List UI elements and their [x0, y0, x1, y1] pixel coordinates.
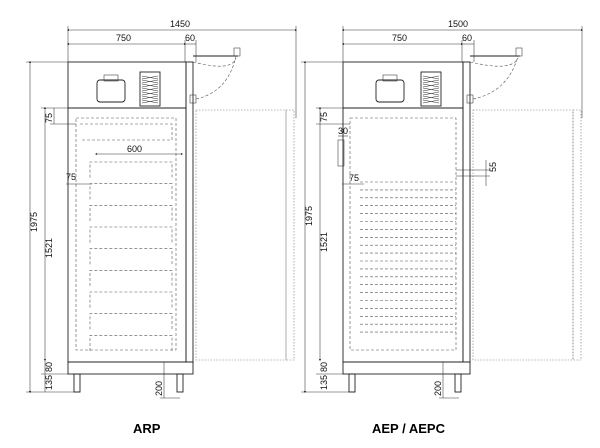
left-dim-tray-width: 600 [127, 144, 142, 154]
left-dim-inner-height: 1521 [44, 238, 54, 258]
right-dim-top-offset: 75 [319, 112, 329, 122]
right-dim-side-gap: 30 [338, 126, 348, 136]
tray-rail [89, 270, 173, 286]
left-open-door-outline [195, 109, 295, 361]
left-vertical-dimensions: 1975 1521 75 80 135 [26, 60, 80, 394]
tray-rail [89, 183, 173, 200]
tray-rail [89, 161, 173, 178]
right-dim-foot-height: 135 [319, 375, 329, 390]
left-dim-tray-inset: 75 [66, 172, 76, 182]
right-unit-aep-aepc: 1500 750 60 [301, 19, 584, 436]
left-dim-foot-height: 135 [44, 375, 54, 390]
right-caption: AEP / AEPC [372, 421, 446, 436]
left-caption: ARP [133, 421, 161, 436]
right-dim-bottom-gap: 80 [319, 362, 329, 372]
left-dim-total-height: 1975 [29, 212, 39, 232]
left-dim-total-width: 1450 [170, 19, 190, 29]
right-compressor [375, 71, 442, 107]
left-door-edge [185, 61, 194, 363]
tray-rail [89, 226, 173, 243]
right-dim-inner-height: 1521 [319, 232, 329, 252]
tray-rail [89, 313, 173, 330]
left-dim-bottom-gap: 80 [44, 362, 54, 372]
left-dim-side-offset: 60 [185, 33, 195, 43]
left-unit-arp: 1450 750 60 [26, 19, 298, 436]
right-trays [360, 181, 456, 333]
right-dim-side-offset: 60 [462, 33, 472, 43]
right-dim-door-foot: 200 [433, 381, 443, 396]
left-cabinet-body [67, 61, 187, 363]
right-dim-tray-inset: 75 [349, 173, 359, 183]
right-open-door-outline [472, 109, 582, 361]
right-door-swing [466, 47, 523, 104]
tray-rail [89, 335, 173, 351]
left-top-dimensions: 1450 750 60 [66, 19, 298, 118]
right-dim-pitch: 55 [488, 162, 498, 172]
left-compressor [96, 71, 161, 107]
left-trays [89, 161, 173, 351]
left-interior: 600 75 [66, 117, 184, 351]
right-dim-total-width: 1500 [448, 19, 468, 29]
right-dim-body-width: 750 [392, 33, 407, 43]
right-cabinet-body [342, 61, 464, 363]
tray-rail [89, 205, 173, 221]
right-dim-total-height: 1975 [304, 206, 314, 226]
right-top-dimensions: 1500 750 60 [341, 19, 584, 118]
tray-rail [89, 291, 173, 308]
left-feet: 200 [67, 361, 194, 399]
right-door-edge [462, 61, 471, 363]
left-dim-door-foot: 200 [154, 381, 164, 396]
left-dim-top-offset: 75 [44, 113, 54, 123]
right-interior: 30 75 55 [337, 117, 498, 351]
right-feet: 200 [342, 361, 471, 399]
right-vertical-dimensions: 1975 1521 75 80 135 [301, 60, 355, 394]
left-dim-body-width: 750 [116, 33, 131, 43]
tray-rail [89, 248, 173, 265]
left-door-swing [189, 47, 241, 104]
